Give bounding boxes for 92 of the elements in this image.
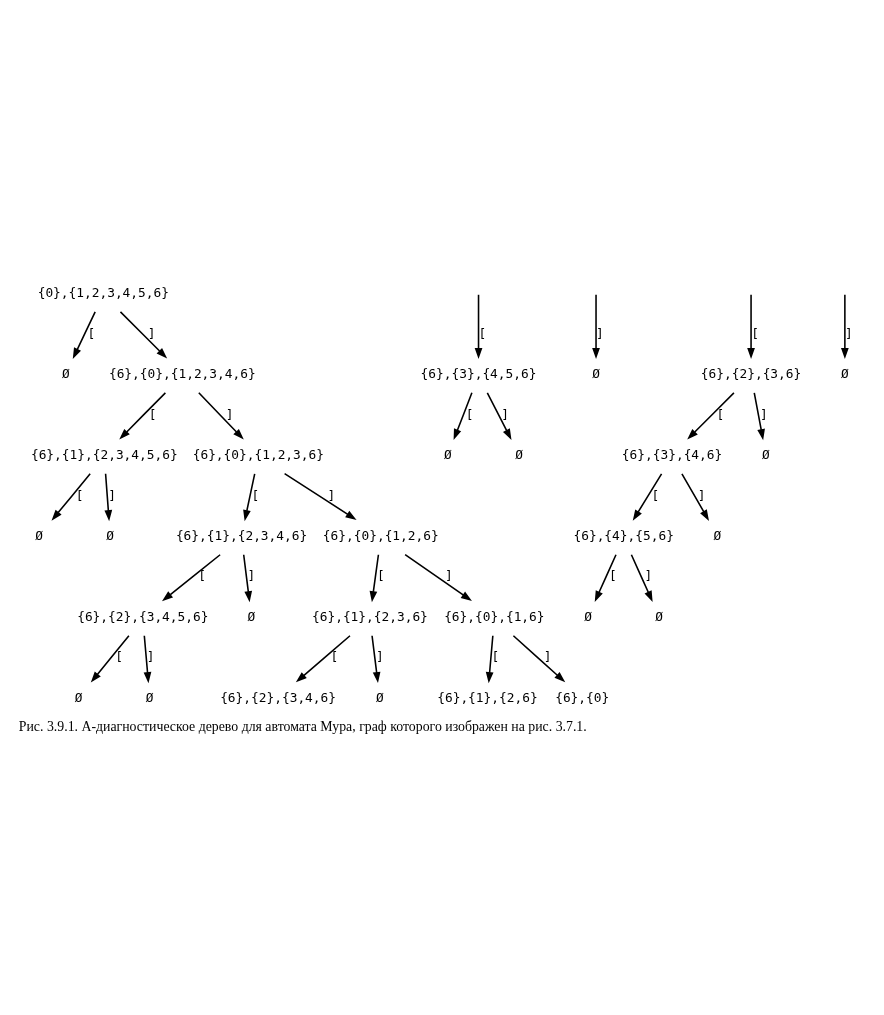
node-text: {6},{1},{2,3,4,5,6}	[30, 447, 178, 463]
edge-label: [	[491, 649, 500, 665]
node-text: Ø	[444, 447, 452, 463]
node-text: Ø	[145, 689, 154, 705]
node-text: {6},{0}	[555, 689, 610, 705]
edge-label: [	[608, 568, 617, 584]
node-text: {6},{2},{3,6}	[700, 366, 802, 382]
node-text: Ø	[584, 608, 593, 624]
arrow	[681, 473, 709, 521]
edge-label: ]	[247, 568, 256, 584]
arrow	[630, 553, 653, 602]
edge-label: [	[478, 325, 487, 341]
edge-label: [	[376, 568, 385, 584]
edge-label: ]	[844, 325, 853, 341]
arrow	[243, 473, 256, 522]
edge-label: ]	[697, 487, 706, 503]
node-text: {6},{1},{2,3,4,6}	[175, 527, 308, 543]
edge-label: ]	[760, 406, 768, 422]
edge-label: ]	[644, 568, 653, 584]
arrow	[512, 634, 566, 683]
edge-label: ]	[375, 649, 384, 665]
edge-label: [	[330, 649, 339, 665]
arrow	[369, 553, 380, 603]
edge-label: [	[198, 568, 206, 584]
node-text: Ø	[713, 527, 722, 543]
arrow	[404, 553, 472, 602]
node-text: Ø	[515, 447, 523, 463]
arrow	[485, 634, 494, 684]
arrow	[283, 472, 357, 521]
edge-label: [	[75, 487, 84, 503]
arrow	[242, 553, 253, 603]
edge-label: ]	[596, 325, 604, 341]
arrow	[753, 392, 765, 441]
node-text: {6},{0},{1,6}	[444, 608, 545, 624]
edge-label: [	[651, 487, 660, 503]
edge-label: [	[716, 406, 725, 422]
node-text: {6},{0},{1,2,3,6}	[192, 447, 324, 463]
node-text: {6},{3},{4,6}	[621, 447, 723, 463]
arrow	[486, 392, 512, 440]
arrow	[747, 293, 755, 360]
edge-label: ]	[543, 649, 552, 665]
node-text: Ø	[35, 527, 43, 543]
edge-label: [	[251, 487, 260, 503]
arrow	[453, 392, 473, 441]
node-text: Ø	[61, 366, 70, 382]
arrow	[371, 634, 381, 684]
node-text: Ø	[841, 366, 849, 382]
edge-label: ]	[327, 487, 336, 503]
arrow	[143, 634, 152, 684]
arrow	[474, 293, 483, 360]
node-text: {6},{2},{3,4,6}	[220, 689, 337, 705]
node-text: Ø	[106, 527, 115, 543]
edge-label: [	[148, 406, 157, 422]
arrow	[198, 392, 244, 440]
arrow	[119, 392, 167, 440]
arrow	[51, 473, 91, 521]
arrow	[687, 392, 735, 440]
node-text: {6},{4},{5,6}	[573, 527, 674, 543]
node-text: {6},{0},{1,2,6}	[322, 527, 439, 543]
arrow	[295, 634, 351, 683]
edge-label: ]	[108, 487, 117, 503]
node-text: Ø	[247, 608, 256, 624]
edge-label: [	[465, 406, 474, 422]
node-text: {6},{3},{4,5,6}	[420, 366, 537, 382]
arrow	[90, 634, 130, 683]
edge-label: ]	[501, 406, 510, 422]
node-text: Ø	[655, 608, 664, 624]
edge-label: ]	[445, 568, 453, 584]
node-text: {0},{1,2,3,4,5,6}	[37, 285, 169, 301]
edge-label: [	[115, 649, 123, 665]
edge-label: ]	[146, 649, 155, 665]
edge-label: [	[751, 325, 759, 341]
edge-label: ]	[225, 406, 234, 422]
edge-label: [	[87, 325, 96, 341]
caption: Рис. 3.9.1. А-диагностическое дерево для автомата Мура, граф которого изображен на рис. 3.7.1.	[18, 719, 587, 735]
arrow	[119, 311, 168, 359]
node-text: {6},{2},{3,4,5,6}	[77, 608, 209, 624]
arrow	[104, 473, 113, 522]
arrow	[841, 293, 849, 360]
node-text: Ø	[762, 447, 770, 463]
arrow	[632, 473, 663, 521]
arrow	[162, 553, 221, 602]
node-text: Ø	[375, 689, 384, 705]
node-text: Ø	[74, 689, 83, 705]
node-text: {6},{1},{2,6}	[437, 689, 538, 705]
arrow	[594, 553, 617, 602]
node-text: {6},{1},{2,3,6}	[311, 608, 428, 624]
arrow	[72, 311, 96, 360]
arrow	[592, 293, 600, 360]
node-text: {6},{0},{1,2,3,4,6}	[108, 366, 256, 382]
edge-label: ]	[147, 325, 156, 341]
node-text: Ø	[592, 366, 600, 382]
